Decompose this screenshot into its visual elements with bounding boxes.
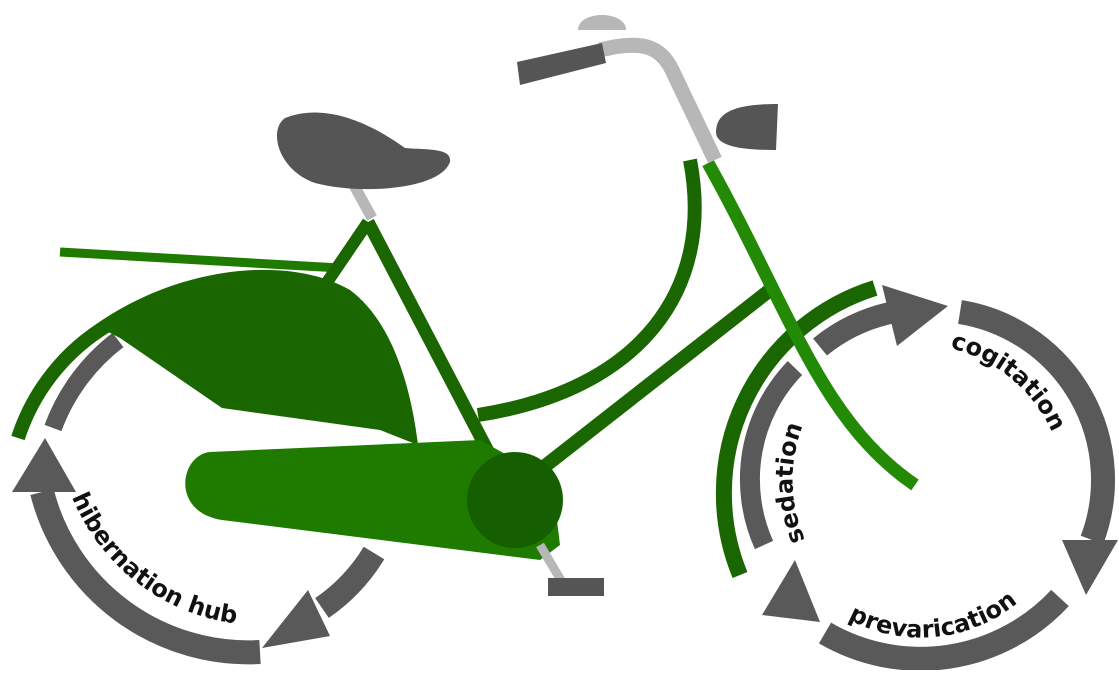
handlebar-stem [600, 45, 715, 160]
label-cogitation: cogitation [948, 327, 1072, 436]
bell [578, 15, 626, 30]
label-sedation: sedation [770, 419, 810, 548]
handlebar-grip [517, 43, 606, 85]
crank-hub [467, 452, 563, 548]
front-cycle-arrow-top [820, 313, 890, 347]
cycle-arrow-icon [1062, 540, 1118, 595]
skirt-guard [95, 270, 418, 445]
cycle-arrow-icon [12, 438, 76, 492]
rear-rack [60, 252, 340, 268]
saddle [277, 112, 450, 189]
pedal [548, 578, 604, 596]
headlight [716, 104, 778, 150]
cycle-arrow-icon [882, 285, 948, 346]
cycle-arrow-icon [762, 560, 820, 622]
rear-cycle-arrow-right [322, 553, 374, 608]
